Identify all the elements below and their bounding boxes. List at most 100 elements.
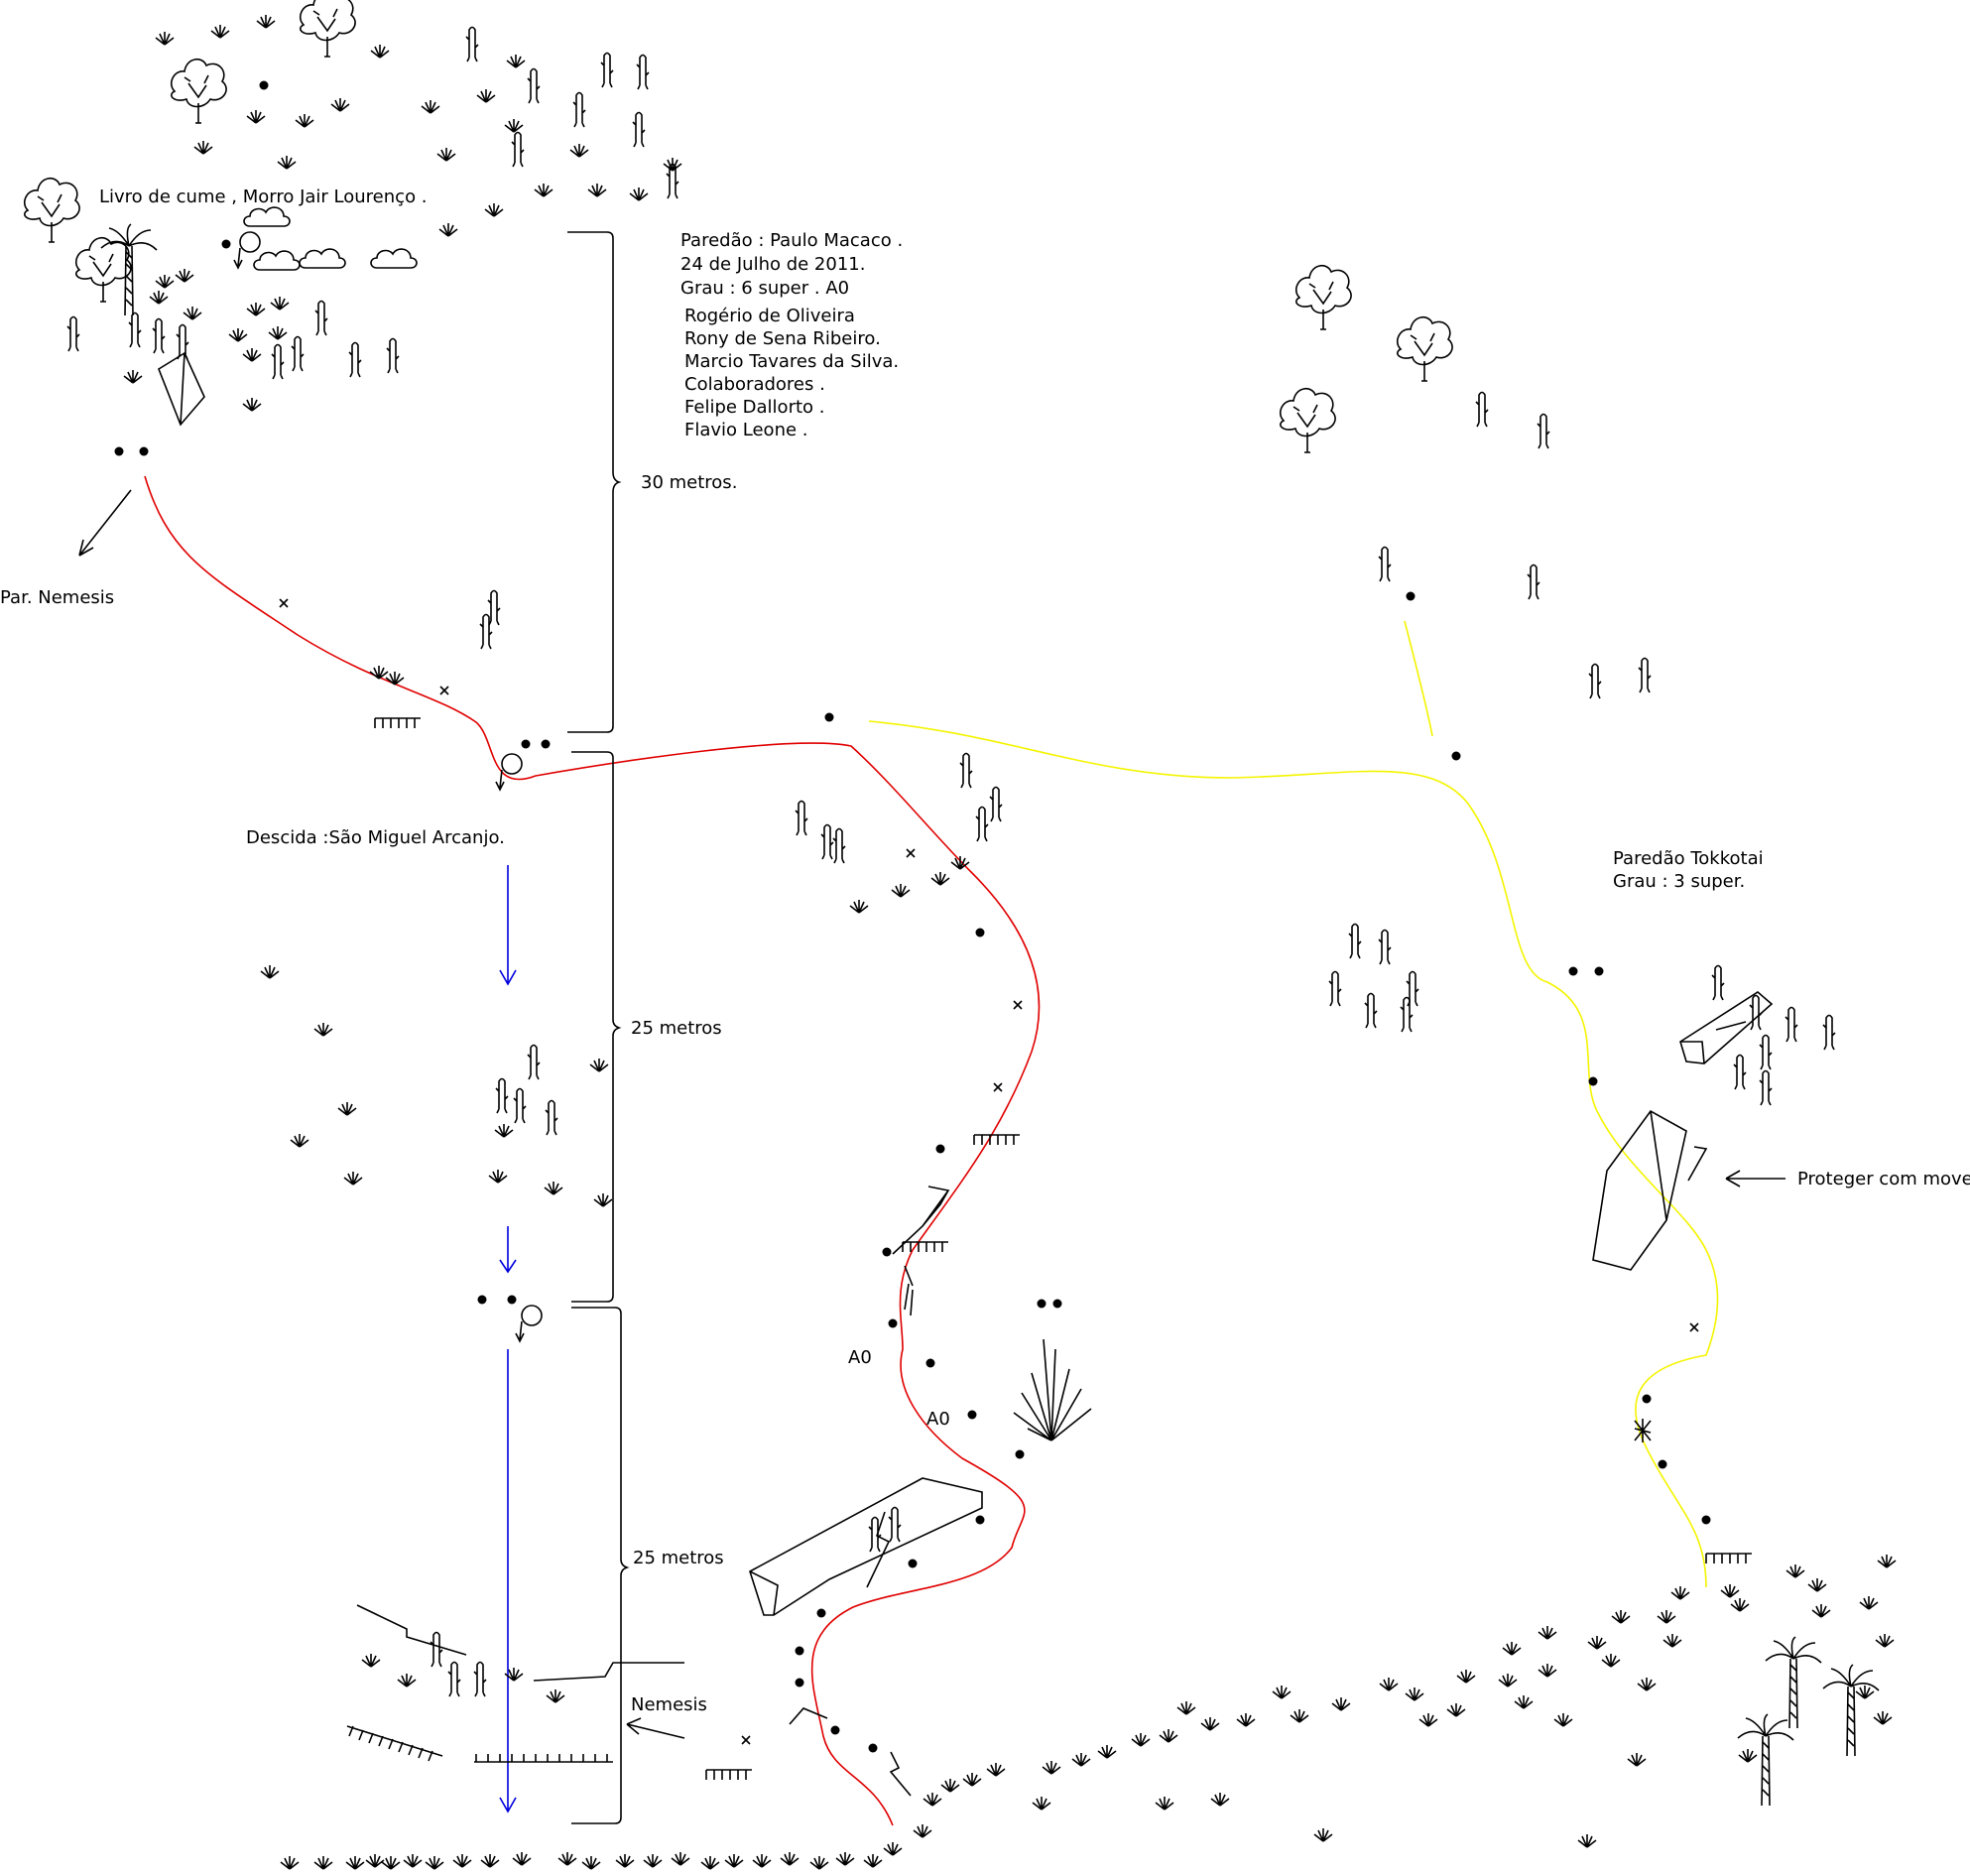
cactus-icon bbox=[495, 1077, 509, 1114]
grass-tuft-icon bbox=[986, 1762, 1006, 1777]
bromeliad-icon bbox=[1013, 1338, 1092, 1441]
cactus-icon bbox=[600, 52, 614, 88]
macaco-route-line bbox=[144, 475, 1041, 1826]
ledge-hatch-icon bbox=[374, 717, 422, 729]
rappel-arrows bbox=[499, 865, 517, 1813]
grass-tuft-icon bbox=[1131, 1732, 1151, 1747]
grass-tuft-icon bbox=[752, 1853, 772, 1868]
grass-tuft-icon bbox=[193, 140, 213, 155]
grass-tuft-icon bbox=[242, 347, 262, 362]
cactus-icon bbox=[1527, 563, 1540, 600]
tokkotai-marks bbox=[1406, 591, 1774, 1564]
cactus-icon bbox=[820, 823, 834, 860]
grass-tuft-icon bbox=[476, 88, 496, 103]
cactus-icon bbox=[632, 111, 646, 148]
cactus-icon bbox=[271, 343, 285, 380]
cactus-icon bbox=[1749, 994, 1763, 1031]
grass-tuft-icon bbox=[494, 1123, 514, 1138]
right-base-vegetation bbox=[923, 1554, 1897, 1848]
grass-tuft-icon bbox=[1855, 1685, 1875, 1699]
grass-tuft-icon bbox=[277, 155, 297, 170]
grass-tuft-icon bbox=[700, 1855, 720, 1870]
par-nemesis-label: Par. Nemesis bbox=[0, 587, 114, 608]
cactus-icon bbox=[152, 317, 166, 354]
grass-tuft-icon bbox=[1811, 1603, 1831, 1618]
grass-tuft-icon bbox=[343, 1171, 363, 1186]
grass-tuft-icon bbox=[1418, 1712, 1438, 1727]
x-mark-icon bbox=[439, 686, 449, 695]
cactus-icon bbox=[348, 341, 362, 378]
cactus-icon bbox=[447, 1661, 461, 1697]
route-grade: Grau : 6 super . A0 bbox=[680, 278, 849, 299]
rock-block-icon bbox=[749, 1477, 983, 1616]
base-left bbox=[346, 1604, 684, 1763]
grass-tuft-icon bbox=[1290, 1708, 1309, 1723]
arrow-icon bbox=[78, 489, 132, 557]
grass-tuft-icon bbox=[504, 118, 524, 133]
grass-tuft-icon bbox=[1210, 1792, 1230, 1807]
ground-vegetation bbox=[280, 1823, 932, 1870]
cactus-icon bbox=[465, 26, 479, 63]
palm-icon bbox=[1822, 1664, 1880, 1757]
pitch-brackets bbox=[567, 231, 630, 1824]
tree-icon bbox=[170, 58, 227, 124]
grass-tuft-icon bbox=[436, 147, 456, 162]
grass-tuft-icon bbox=[1071, 1752, 1091, 1767]
x-mark-icon bbox=[1013, 1000, 1023, 1010]
grass-tuft-icon bbox=[370, 44, 390, 59]
tokkotai-name: Paredão Tokkotai bbox=[1613, 848, 1764, 869]
grass-tuft-icon bbox=[1200, 1716, 1220, 1731]
tree-icon bbox=[1279, 387, 1336, 453]
grass-tuft-icon bbox=[425, 1855, 444, 1870]
grass-tuft-icon bbox=[1498, 1673, 1518, 1688]
cloud-icon bbox=[243, 206, 291, 227]
rappel-ring-icon bbox=[233, 231, 261, 269]
cactus-icon bbox=[1733, 1054, 1747, 1090]
palm-icon bbox=[100, 223, 158, 316]
grass-tuft-icon bbox=[1097, 1744, 1117, 1759]
grass-tuft-icon bbox=[149, 290, 169, 305]
protect-label: Proteger com movel. bbox=[1797, 1169, 1970, 1189]
grass-tuft-icon bbox=[484, 202, 504, 217]
grass-tuft-icon bbox=[581, 1855, 601, 1870]
cactus-icon bbox=[527, 1044, 541, 1080]
grass-tuft-icon bbox=[313, 1855, 333, 1870]
grass-tuft-icon bbox=[330, 97, 350, 112]
grass-tuft-icon bbox=[337, 1101, 357, 1116]
grass-tuft-icon bbox=[1159, 1728, 1178, 1743]
grass-tuft-icon bbox=[643, 1853, 663, 1868]
grass-tuft-icon bbox=[962, 1772, 982, 1787]
grass-tuft-icon bbox=[930, 871, 950, 886]
grass-tuft-icon bbox=[546, 1688, 565, 1703]
bolt-icon bbox=[789, 1707, 828, 1725]
nemesis-label: Nemesis bbox=[631, 1694, 707, 1715]
grass-tuft-icon bbox=[512, 1851, 532, 1866]
cactus-icon bbox=[545, 1099, 558, 1136]
grass-tuft-icon bbox=[175, 268, 194, 283]
grass-tuft-icon bbox=[1538, 1663, 1557, 1678]
cactus-icon bbox=[1759, 1069, 1773, 1106]
grass-tuft-icon bbox=[1405, 1687, 1424, 1701]
route-collaborator: Felipe Dallorto . bbox=[684, 397, 825, 418]
tokkotai-route-line bbox=[868, 720, 1719, 1588]
a0-label: A0 bbox=[926, 1409, 950, 1430]
grass-tuft-icon bbox=[1877, 1554, 1897, 1568]
tree-icon bbox=[299, 0, 356, 58]
route-collaborators-heading: Colaboradores . bbox=[684, 374, 825, 395]
a0-label: A0 bbox=[848, 1347, 872, 1368]
grass-tuft-icon bbox=[544, 1181, 563, 1195]
cactus-icon bbox=[1348, 923, 1362, 959]
grass-tuft-icon bbox=[155, 274, 175, 289]
route-author: Marcio Tavares da Silva. bbox=[684, 351, 899, 372]
grass-tuft-icon bbox=[123, 369, 143, 384]
route-collaborator: Flavio Leone . bbox=[684, 420, 808, 440]
crack-icon bbox=[904, 1265, 914, 1316]
cactus-icon bbox=[1378, 929, 1392, 965]
descent-label: Descida :São Miguel Arcanjo. bbox=[246, 827, 505, 848]
rappel-ring-icon bbox=[515, 1305, 543, 1342]
grass-tuft-icon bbox=[1785, 1563, 1805, 1578]
cactus-icon bbox=[66, 315, 80, 352]
grass-tuft-icon bbox=[780, 1851, 800, 1866]
grass-tuft-icon bbox=[1538, 1625, 1557, 1640]
